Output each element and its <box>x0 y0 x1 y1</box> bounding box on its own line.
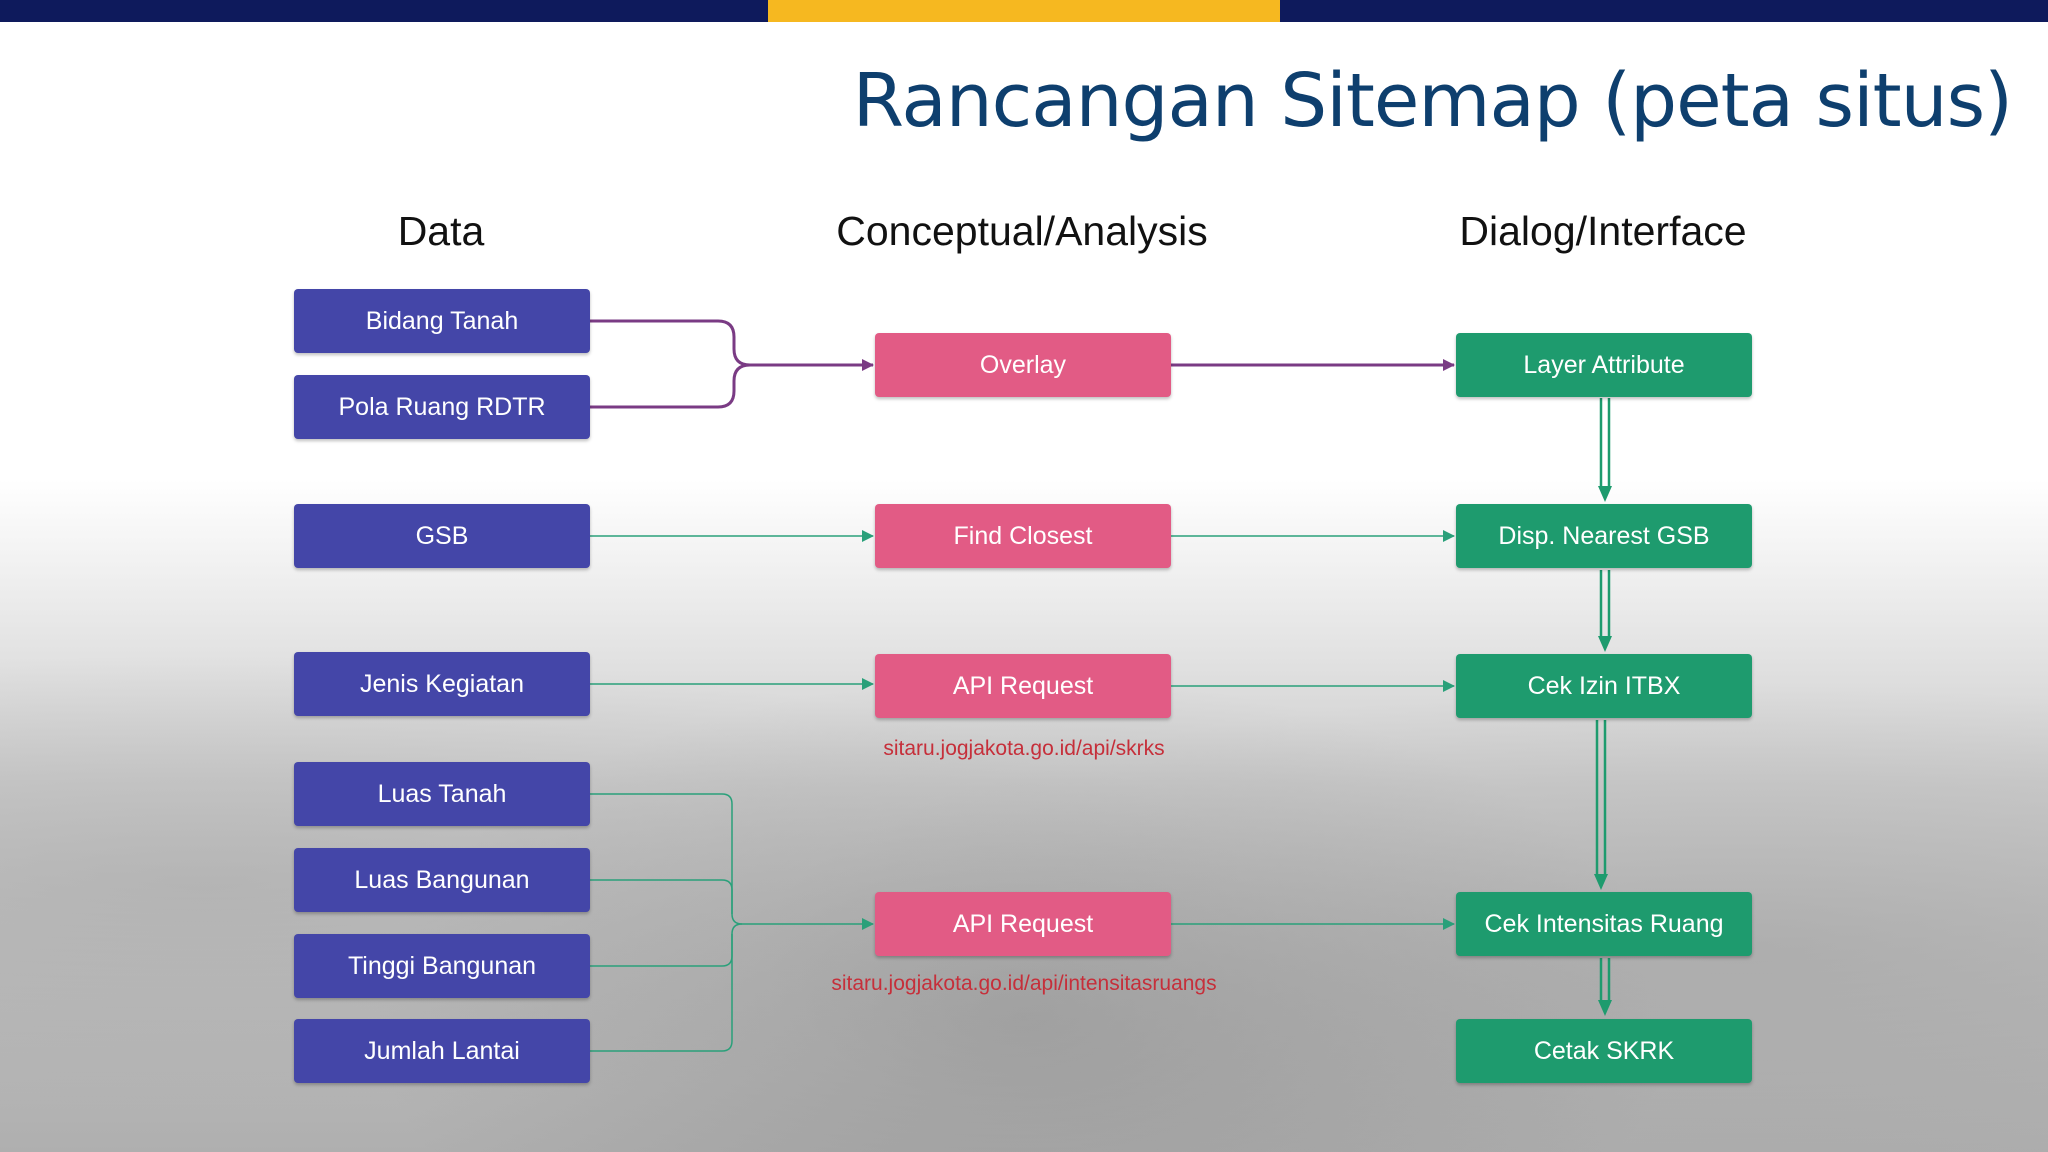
analysis-node-api-request-skrks: API Request <box>875 654 1171 718</box>
interface-node-cek-intensitas-ruang: Cek Intensitas Ruang <box>1456 892 1752 956</box>
edge-pola-ruang-to-overlay <box>590 363 751 409</box>
edge-layer-attribute-to-disp-nearest <box>1598 398 1612 502</box>
endpoint-label-skrks: sitaru.jogjakota.go.id/api/skrks <box>883 737 1165 760</box>
endpoint-label-intensitas: sitaru.jogjakota.go.id/api/intensitasrua… <box>831 972 1217 995</box>
data-node-tinggi-bangunan: Tinggi Bangunan <box>294 934 590 998</box>
column-header-data: Data <box>397 208 485 254</box>
analysis-node-api-request-intensitas: API Request <box>875 892 1171 956</box>
top-bar-gold <box>768 0 1280 22</box>
data-node-bidang-tanah: Bidang Tanah <box>294 289 590 353</box>
edge-cek-izin-to-cek-intensitas <box>1594 720 1608 890</box>
edge-luas-tanah-to-api-request-2 <box>590 793 743 925</box>
data-node-pola-ruang-rdtr: Pola Ruang RDTR <box>294 375 590 439</box>
edge-tinggi-bangunan-to-api-request-2 <box>590 923 743 967</box>
edge-cek-intensitas-to-cetak-skrk <box>1598 958 1612 1016</box>
data-node-luas-bangunan: Luas Bangunan <box>294 848 590 912</box>
slide-title: Rancangan Sitemap (peta situs) <box>852 58 2013 144</box>
interface-node-layer-attribute: Layer Attribute <box>1456 333 1752 397</box>
data-node-jumlah-lantai: Jumlah Lantai <box>294 1019 590 1083</box>
analysis-node-overlay: Overlay <box>875 333 1171 397</box>
top-bar-navy-right <box>1280 0 2048 22</box>
interface-node-cek-izin-itbx: Cek Izin ITBX <box>1456 654 1752 718</box>
edge-disp-nearest-to-cek-izin <box>1598 570 1612 652</box>
edge-jumlah-lantai-to-api-request-2 <box>590 934 733 1052</box>
column-header-analysis: Conceptual/Analysis <box>836 208 1208 254</box>
column-header-interface: Dialog/Interface <box>1459 208 1747 254</box>
interface-node-disp-nearest-gsb: Disp. Nearest GSB <box>1456 504 1752 568</box>
data-node-jenis-kegiatan: Jenis Kegiatan <box>294 652 590 716</box>
top-accent-bar <box>0 0 2048 22</box>
edge-luas-bangunan-to-api-request-2 <box>590 879 733 914</box>
edge-bidang-tanah-to-overlay <box>590 319 751 367</box>
data-node-gsb: GSB <box>294 504 590 568</box>
analysis-node-find-closest: Find Closest <box>875 504 1171 568</box>
interface-node-cetak-skrk: Cetak SKRK <box>1456 1019 1752 1083</box>
top-bar-navy-left <box>0 0 768 22</box>
data-node-luas-tanah: Luas Tanah <box>294 762 590 826</box>
